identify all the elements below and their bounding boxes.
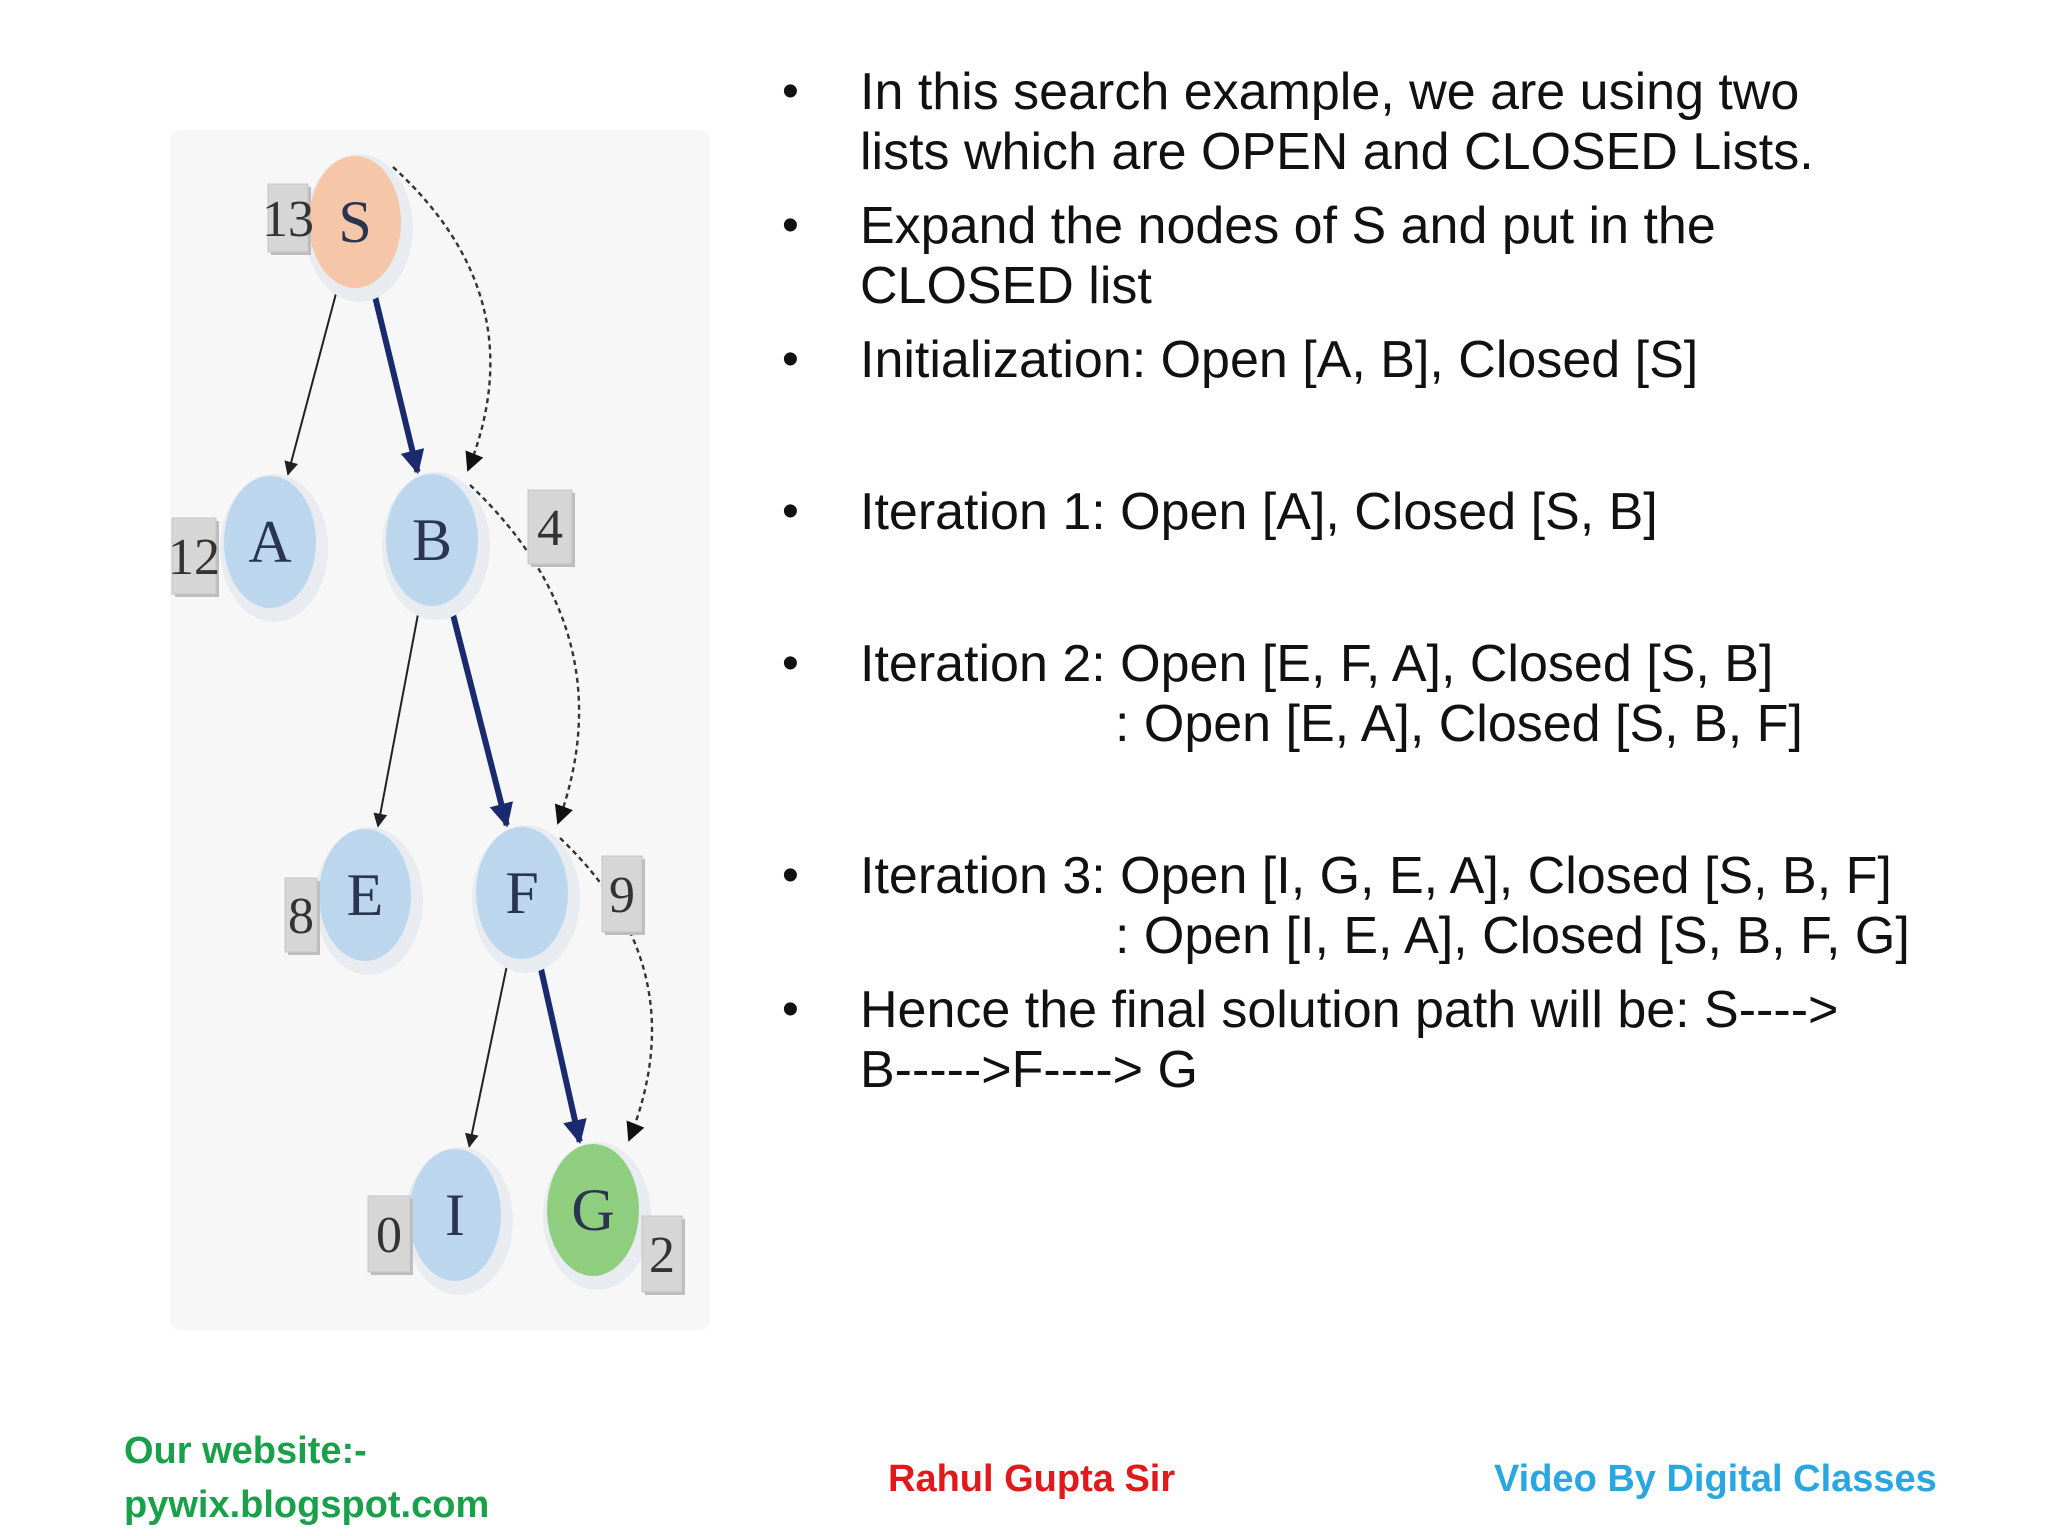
- bullet-line-continued: : Open [E, A], Closed [S, B, F]: [1115, 695, 1803, 753]
- tree-edge: [373, 593, 423, 828]
- node-circle: [319, 829, 411, 961]
- footer-credit: Video By Digital Classes: [1494, 1458, 1937, 1500]
- bullet-line: In this search example, we are using two: [860, 63, 1800, 121]
- tree-node-i: I: [405, 1147, 513, 1295]
- bullet-line: Expand the nodes of S and put in the: [860, 197, 1716, 255]
- tree-node-s: S: [305, 154, 413, 302]
- footer-website-label: Our website:-: [124, 1430, 367, 1472]
- tree-node-b: B: [382, 472, 490, 620]
- node-label: I: [445, 1182, 465, 1248]
- solution-path-edge: [444, 592, 513, 828]
- heuristic-box-g: 2: [641, 1215, 685, 1295]
- tree-edge: [464, 946, 512, 1148]
- bullet-item: Initialization: Open [A, B], Closed [S]: [770, 330, 2010, 390]
- node-label: B: [412, 507, 452, 573]
- footer-website: Our website:- pywix.blogspot.com: [124, 1424, 489, 1532]
- heuristic-value: 13: [262, 191, 314, 248]
- solution-path-edge: [533, 946, 587, 1145]
- heuristic-box-bg: [171, 517, 217, 595]
- node-label: F: [505, 860, 538, 926]
- heuristic-box-bg: [267, 183, 309, 253]
- explanation-bullet-list: In this search example, we are using two…: [770, 62, 2010, 1100]
- heuristic-value: 4: [537, 500, 563, 557]
- bullet-line: Initialization: Open [A, B], Closed [S]: [860, 331, 1699, 389]
- heuristic-box-bg: [641, 1215, 683, 1293]
- search-order-arrow: [392, 166, 492, 472]
- bullet-line-continued: CLOSED list: [860, 257, 1152, 315]
- node-circle: [547, 1144, 639, 1276]
- heuristic-box-a: 12: [168, 517, 220, 597]
- node-circle: [409, 1149, 501, 1281]
- heuristic-box-b: 4: [527, 489, 575, 567]
- bullet-line: Iteration 3: Open [I, G, E, A], Closed […: [860, 847, 1892, 905]
- footer-author: Rahul Gupta Sir: [888, 1458, 1176, 1500]
- search-order-arrow: [469, 484, 581, 825]
- node-label: E: [347, 862, 384, 928]
- bullet-item: Iteration 2: Open [E, F, A], Closed [S, …: [770, 634, 2010, 754]
- heuristic-box-e: 8: [284, 877, 320, 955]
- heuristic-box-i: 0: [367, 1195, 413, 1275]
- heuristic-box-bg: [284, 877, 318, 953]
- bullet-line: Hence the final solution path will be: S…: [860, 981, 1839, 1039]
- tree-node-e: E: [315, 827, 423, 975]
- node-circle: [309, 156, 401, 288]
- tree-node-f: F: [472, 825, 580, 973]
- search-order-arrow: [559, 837, 654, 1142]
- heuristic-value: 12: [168, 529, 220, 586]
- tree-node-g: G: [543, 1142, 651, 1290]
- bullet-item: Hence the final solution path will be: S…: [770, 980, 2010, 1100]
- heuristic-box-bg: [367, 1195, 411, 1273]
- bullet-item: Expand the nodes of S and put in theCLOS…: [770, 196, 2010, 316]
- heuristic-box-bg: [601, 855, 643, 933]
- heuristic-box-f: 9: [601, 855, 645, 935]
- node-circle: [224, 476, 316, 608]
- bullet-item: Iteration 3: Open [I, G, E, A], Closed […: [770, 846, 2010, 966]
- bullet-line-continued: B----->F----> G: [860, 1041, 1198, 1099]
- bullet-line: Iteration 1: Open [A], Closed [S, B]: [860, 483, 1658, 541]
- solution-path-edge: [367, 274, 425, 475]
- bullet-line: Iteration 2: Open [E, F, A], Closed [S, …: [860, 635, 1774, 693]
- heuristic-box-s: 13: [262, 183, 314, 255]
- heuristic-box-bg: [527, 489, 573, 565]
- node-label: G: [571, 1177, 614, 1243]
- heuristic-value: 9: [609, 867, 635, 924]
- bullet-item: Iteration 1: Open [A], Closed [S, B]: [770, 482, 2010, 542]
- node-label: S: [338, 189, 371, 255]
- footer-website-url[interactable]: pywix.blogspot.com: [124, 1484, 490, 1526]
- node-circle: [476, 827, 568, 959]
- bullet-line-continued: lists which are OPEN and CLOSED Lists.: [860, 123, 1814, 181]
- tree-edge: [284, 274, 342, 476]
- tree-node-a: A: [220, 474, 328, 622]
- node-circle: [386, 474, 478, 606]
- heuristic-value: 8: [288, 888, 314, 945]
- tree-backdrop: [170, 130, 710, 1330]
- heuristic-value: 0: [376, 1207, 402, 1264]
- bullet-item: In this search example, we are using two…: [770, 62, 2010, 182]
- heuristic-value: 2: [649, 1227, 675, 1284]
- bullet-line-continued: : Open [I, E, A], Closed [S, B, F, G]: [1115, 907, 1910, 965]
- node-label: A: [248, 509, 291, 575]
